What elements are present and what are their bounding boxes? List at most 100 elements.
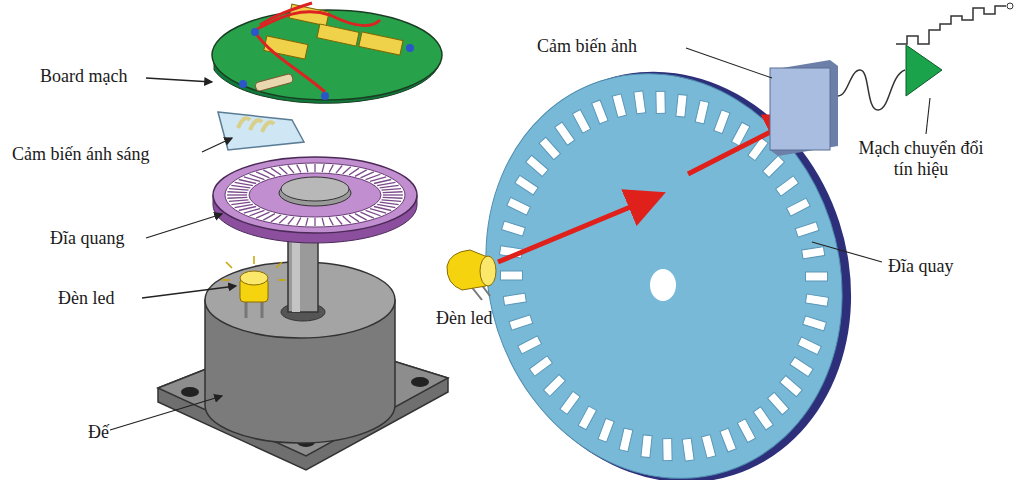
- disc-slot: [592, 100, 608, 124]
- disc-slot: [572, 109, 590, 133]
- disc-slot: [753, 407, 773, 430]
- disc-slot: [598, 418, 614, 442]
- disc-slot: [619, 428, 633, 451]
- disc-slit: [314, 164, 315, 172]
- disc-slit: [377, 182, 395, 185]
- part-label: Cảm biến ánh sáng: [12, 144, 149, 165]
- disc-slit: [263, 170, 275, 176]
- disc-slot: [720, 428, 736, 452]
- disc-slit: [383, 194, 403, 195]
- disc-slit: [229, 189, 249, 191]
- disc-slit: [336, 166, 342, 174]
- disc-slit: [288, 166, 294, 174]
- disc-slot: [656, 91, 665, 113]
- disc-slot: [798, 337, 822, 355]
- disc-slit: [377, 204, 395, 207]
- disc-slot: [612, 94, 626, 118]
- disc-slit: [231, 202, 250, 204]
- disc-slit: [314, 218, 315, 226]
- disc-slit: [336, 217, 342, 225]
- disc-slot: [539, 137, 560, 159]
- circuit-board: [212, 3, 442, 103]
- disc-slot: [518, 336, 542, 354]
- disc-slit: [322, 164, 324, 172]
- light-beam: [498, 198, 652, 262]
- analog-signal: [838, 70, 905, 110]
- part-label: Board mạch: [40, 66, 127, 87]
- disc-slit: [382, 200, 402, 202]
- disc-slot: [560, 391, 580, 414]
- disc-slot: [701, 435, 715, 459]
- disc-slot: [787, 198, 811, 216]
- disc-slit: [306, 218, 308, 226]
- leader-lines: [110, 78, 236, 430]
- disc-slit: [279, 167, 287, 174]
- disc-slit: [235, 204, 253, 207]
- disc-slit: [227, 197, 247, 199]
- disc-slit: [343, 167, 351, 174]
- disc-slot: [795, 222, 819, 237]
- disc-slot: [776, 176, 799, 196]
- disc-slit: [306, 164, 308, 172]
- image-sensor: [770, 60, 838, 156]
- disc-slit: [343, 216, 351, 223]
- disc-slit: [235, 182, 253, 185]
- disc-slot: [695, 100, 709, 123]
- disc-slit: [227, 194, 247, 195]
- disc-slot: [676, 94, 687, 117]
- disc-slit: [349, 215, 359, 222]
- disc-slit: [271, 168, 281, 175]
- disc-slit: [374, 180, 391, 184]
- disc-slit: [380, 202, 399, 204]
- light-sensor: [218, 112, 304, 150]
- disc-slot: [763, 156, 785, 178]
- disc-slot: [634, 91, 646, 114]
- disc-slot: [543, 374, 565, 396]
- disc-slot: [529, 356, 552, 376]
- disc-slot: [526, 155, 549, 176]
- disc-slit: [382, 189, 402, 191]
- disc-slit: [383, 191, 403, 193]
- disc-slot: [578, 406, 596, 430]
- disc-slot: [790, 357, 813, 377]
- disc-slot: [503, 293, 526, 305]
- optical-disc: [213, 157, 417, 243]
- disc-slot: [780, 376, 803, 397]
- disc-slit: [329, 165, 333, 173]
- disc-slit: [279, 216, 287, 223]
- part-label: Đĩa quang: [50, 228, 124, 249]
- disc-slit: [297, 217, 301, 225]
- part-label: Đĩa quay: [888, 256, 953, 277]
- disc-slit: [297, 165, 301, 173]
- led: [447, 250, 496, 300]
- signal-terminal: [1007, 3, 1013, 9]
- disc-slot: [682, 438, 694, 461]
- disc-slot: [641, 435, 652, 458]
- disc-slit: [355, 214, 367, 220]
- disc-slot: [500, 271, 522, 280]
- part-label: Mạch chuyển đổi tín hiệu: [856, 138, 986, 179]
- disc-slit: [349, 168, 359, 175]
- disc-slot: [502, 221, 526, 236]
- disc-slit: [239, 207, 256, 211]
- disc-slot: [509, 315, 533, 330]
- disc-slot: [803, 316, 827, 331]
- part-label: Đèn led: [436, 308, 492, 329]
- part-label: Đèn led: [58, 288, 114, 309]
- disc-slit: [231, 185, 250, 187]
- disc-slit: [322, 218, 324, 226]
- disc-slot: [768, 392, 789, 414]
- rotating-disc: [434, 24, 903, 480]
- disc-slit: [329, 217, 333, 225]
- disc-slit: [380, 185, 399, 187]
- disc-slot: [737, 419, 755, 443]
- disc-slot: [806, 272, 828, 281]
- disc-slot: [515, 175, 538, 195]
- disc-slot: [805, 294, 828, 306]
- disc-slot: [663, 438, 672, 460]
- disc-slot: [555, 122, 575, 145]
- disc-slot: [802, 247, 825, 259]
- disc-slit: [271, 215, 281, 222]
- digital-signal: [896, 6, 1006, 44]
